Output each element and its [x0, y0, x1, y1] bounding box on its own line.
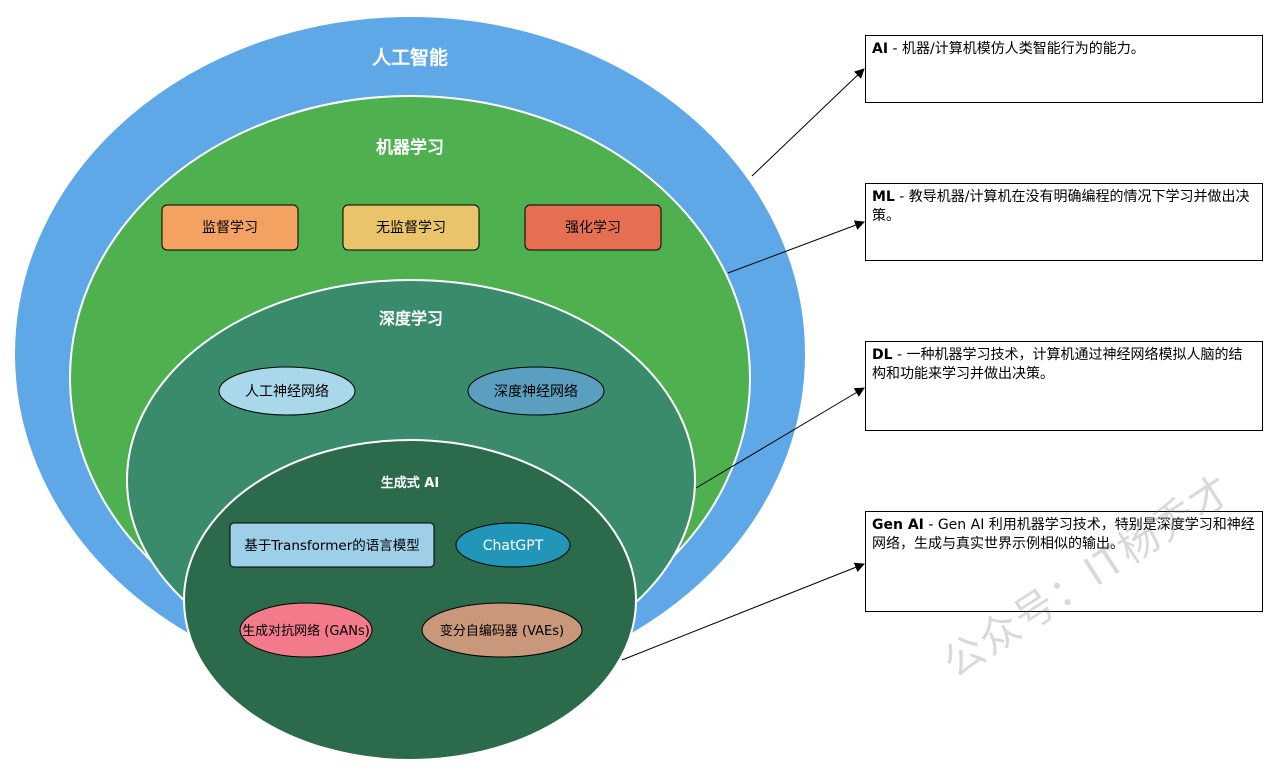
genai-item-chatgpt[interactable]: ChatGPT — [455, 522, 571, 568]
desc-text-ai: - 机器/计算机模仿人类智能行为的能力。 — [888, 41, 1145, 57]
desc-box-dl: DL - 一种机器学习技术，计算机通过神经网络模拟人脑的结构和功能来学习并做出决… — [865, 341, 1263, 431]
dl-item-dnn[interactable]: 深度神经网络 — [467, 366, 605, 416]
ml-item-reinforcement[interactable]: 强化学习 — [524, 204, 662, 251]
genai-item-gan[interactable]: 生成对抗网络 (GANs) — [239, 602, 373, 658]
arrow-ai — [751, 68, 865, 177]
desc-text-dl: - 一种机器学习技术，计算机通过神经网络模拟人脑的结构和功能来学习并做出决策。 — [872, 347, 1243, 382]
ml-item-unsupervised-label: 无监督学习 — [376, 220, 446, 236]
arrow-genai — [621, 562, 865, 661]
desc-key-ai: AI — [872, 41, 889, 57]
genai-item-vae-label: 变分自编码器 (VAEs) — [440, 623, 564, 639]
desc-key-genai: Gen AI — [872, 517, 924, 533]
genai-item-chatgpt-label: ChatGPT — [483, 538, 544, 554]
desc-text-ml: - 教导机器/计算机在没有明确编程的情况下学习并做出决策。 — [872, 189, 1250, 224]
desc-box-genai: Gen AI - Gen AI 利用机器学习技术，特别是深度学习和神经网络，生成… — [865, 511, 1263, 612]
ai-title: 人工智能 — [372, 46, 448, 69]
dl-item-ann-label: 人工神经网络 — [245, 384, 329, 400]
genai-item-transformer-label: 基于Transformer的语言模型 — [244, 537, 420, 554]
arrow-dl — [695, 387, 865, 489]
desc-text-genai: - Gen AI 利用机器学习技术，特别是深度学习和神经网络，生成与真实世界示例… — [872, 517, 1255, 552]
genai-item-transformer[interactable]: 基于Transformer的语言模型 — [229, 522, 435, 568]
desc-key-dl: DL — [872, 347, 893, 363]
dl-item-dnn-label: 深度神经网络 — [494, 384, 578, 400]
dl-item-ann[interactable]: 人工神经网络 — [218, 366, 356, 416]
ml-title: 机器学习 — [376, 137, 444, 158]
desc-box-ai: AI - 机器/计算机模仿人类智能行为的能力。 — [865, 35, 1263, 103]
ml-item-reinforcement-label: 强化学习 — [565, 220, 621, 236]
dl-title: 深度学习 — [379, 309, 443, 328]
ml-item-unsupervised[interactable]: 无监督学习 — [342, 204, 480, 251]
genai-ellipse — [183, 439, 637, 761]
genai-item-vae[interactable]: 变分自编码器 (VAEs) — [421, 602, 583, 658]
desc-box-ml: ML - 教导机器/计算机在没有明确编程的情况下学习并做出决策。 — [865, 183, 1263, 261]
ml-item-supervised[interactable]: 监督学习 — [161, 204, 299, 251]
genai-item-gan-label: 生成对抗网络 (GANs) — [242, 623, 370, 639]
genai-title: 生成式 AI — [381, 475, 439, 491]
arrow-ml — [727, 220, 865, 274]
desc-key-ml: ML — [872, 189, 895, 205]
ml-item-supervised-label: 监督学习 — [202, 220, 258, 236]
